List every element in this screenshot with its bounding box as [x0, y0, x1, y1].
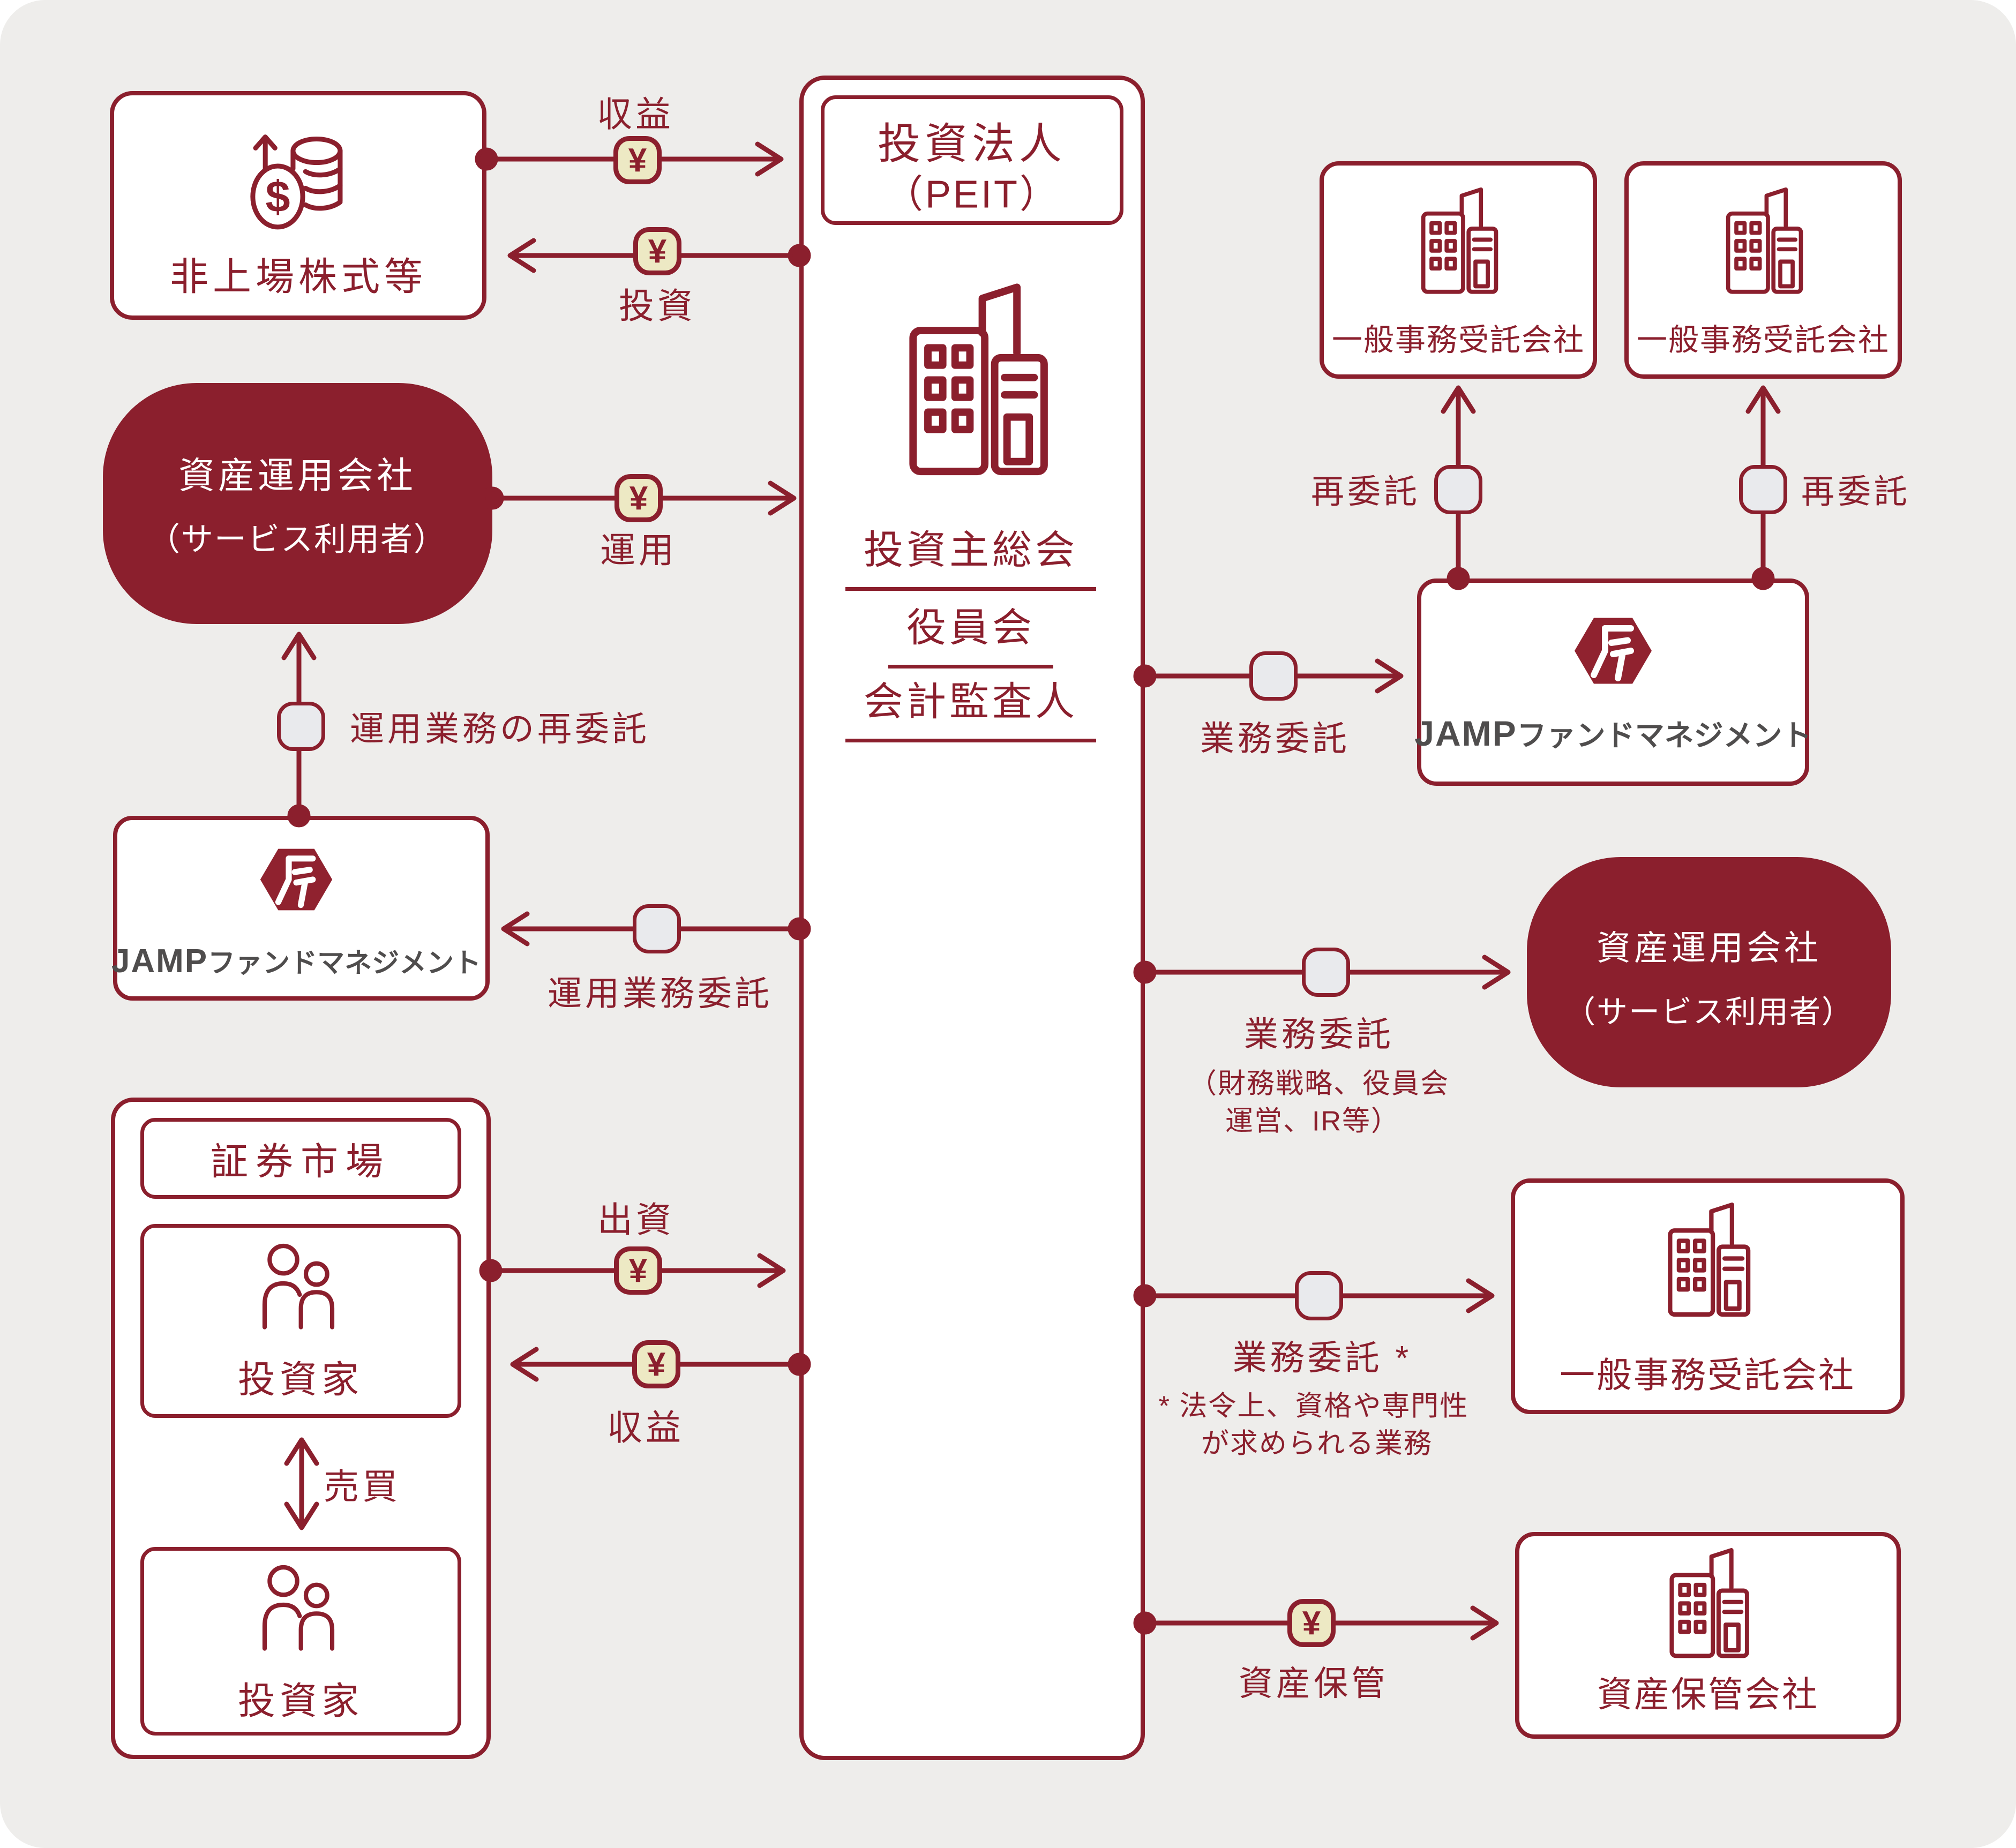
- flow-entrust-licensed-note2: が求められる業務: [1201, 1428, 1433, 1460]
- asset-manager-right-line1: 資産運用会社: [1597, 929, 1822, 967]
- yen-glyph: ¥: [1302, 1604, 1321, 1642]
- jamp-wordmark: JAMPファンドマネジメント: [111, 941, 481, 980]
- jamp-suffix-text: ファンドマネジメント: [1517, 719, 1812, 752]
- yen-glyph: ¥: [628, 1252, 648, 1289]
- yen-coin-icon: ¥: [614, 1246, 662, 1295]
- yen-coin-icon: ¥: [1287, 1599, 1336, 1647]
- flow-revenue-top-label: 収益: [597, 94, 674, 134]
- admin-company-box-1: [1320, 161, 1597, 379]
- asset-manager-left-line1: 資産運用会社: [178, 455, 417, 497]
- jamp-brand-text: JAMP: [1414, 713, 1517, 753]
- custody-company-label: 資産保管会社: [1597, 1674, 1819, 1714]
- asset-manager-right-line2: （サービス利用者）: [1564, 995, 1854, 1030]
- jamp-logo-icon: [259, 842, 334, 917]
- flow-re-entrust-right-label: 再委託: [1801, 474, 1911, 510]
- jamp-logo-icon: [1573, 611, 1653, 691]
- yen-glyph: ¥: [629, 479, 648, 517]
- contract-node-icon: [1302, 948, 1350, 997]
- investor-label-bottom: 投資家: [238, 1680, 363, 1722]
- flow-entrust-finance-note1: （財務戦略、役員会: [1188, 1068, 1450, 1100]
- jamp-suffix-text: ファンドマネジメント: [208, 948, 482, 978]
- custody-company-box: [1515, 1532, 1901, 1739]
- contract-node-icon: [633, 904, 681, 953]
- flow-entrust-finance-label: 業務委託: [1244, 1015, 1394, 1054]
- flow-entrust-finance-note2: 運営、IR等）: [1225, 1106, 1400, 1137]
- organ-shareholders-meeting: 投資主総会: [845, 518, 1096, 591]
- asset-manager-stadium-left: [103, 383, 492, 624]
- flow-re-entrust-mgmt-label: 運用業務の再委託: [350, 710, 650, 748]
- contract-node-icon: [1434, 465, 1482, 514]
- investment-corporation-title-box: [821, 95, 1123, 225]
- people-icon: [251, 1560, 350, 1654]
- flow-contribution-label: 出資: [597, 1200, 675, 1239]
- admin-company-box-2: [1624, 161, 1902, 379]
- flow-re-entrust-left-label: 再委託: [1310, 474, 1421, 510]
- contract-node-icon: [1739, 465, 1787, 514]
- flow-entrust-licensed-note1: * 法令上、資格や専門性: [1158, 1391, 1469, 1422]
- yen-coin-icon: ¥: [613, 136, 662, 184]
- asset-manager-left-line2: （サービス利用者）: [148, 521, 447, 558]
- securities-market-title: 証券市場: [211, 1140, 391, 1183]
- people-icon: [251, 1238, 350, 1332]
- contract-node-icon: [1249, 651, 1298, 701]
- organ-board: 役員会: [888, 596, 1053, 668]
- building-icon: [896, 281, 1056, 484]
- flow-invest-top-label: 投資: [619, 286, 696, 326]
- investor-label-top: 投資家: [238, 1358, 363, 1401]
- yen-glyph: ¥: [647, 1346, 666, 1383]
- admin-company-label-3: 一般事務受託会社: [1560, 1355, 1855, 1395]
- unlisted-stock-label: 非上場株式等: [169, 256, 428, 299]
- yen-glyph: ¥: [648, 232, 667, 270]
- yen-glyph: ¥: [628, 141, 647, 179]
- flow-custody-label: 資産保管: [1239, 1664, 1389, 1703]
- yen-coin-icon: ¥: [632, 1340, 680, 1388]
- flow-manage-label: 運用: [600, 530, 677, 570]
- admin-company-label-1: 一般事務受託会社: [1332, 323, 1585, 357]
- investment-corporation-subtitle: （PEIT）: [884, 173, 1061, 216]
- flow-revenue-bottom-label: 収益: [607, 1408, 684, 1447]
- rising-money-icon: [234, 119, 362, 237]
- flow-mgmt-entrust-label: 運用業務委託: [548, 974, 773, 1013]
- admin-company-label-2: 一般事務受託会社: [1637, 323, 1890, 357]
- asset-manager-stadium-right: [1527, 857, 1891, 1087]
- building-icon: [1718, 187, 1809, 297]
- flow-trade-label: 売買: [324, 1467, 401, 1506]
- building-icon: [1658, 1203, 1757, 1320]
- yen-coin-icon: ¥: [633, 227, 681, 275]
- building-icon: [1660, 1548, 1756, 1662]
- building-icon: [1413, 187, 1504, 297]
- jamp-wordmark: JAMPファンドマネジメント: [1414, 711, 1811, 754]
- yen-coin-icon: ¥: [614, 474, 663, 522]
- contract-node-icon: [277, 702, 325, 751]
- jamp-brand-text: JAMP: [111, 943, 208, 980]
- flow-entrust-licensed-label: 業務委託 *: [1232, 1339, 1412, 1377]
- flow-entrust-jamp-label: 業務委託: [1200, 719, 1350, 758]
- investment-corporation-title: 投資法人: [878, 120, 1066, 168]
- securities-market-title-box: [140, 1118, 461, 1199]
- contract-node-icon: [1295, 1271, 1343, 1320]
- organ-auditor: 会計監査人: [845, 670, 1096, 742]
- admin-company-box-3: [1511, 1178, 1905, 1414]
